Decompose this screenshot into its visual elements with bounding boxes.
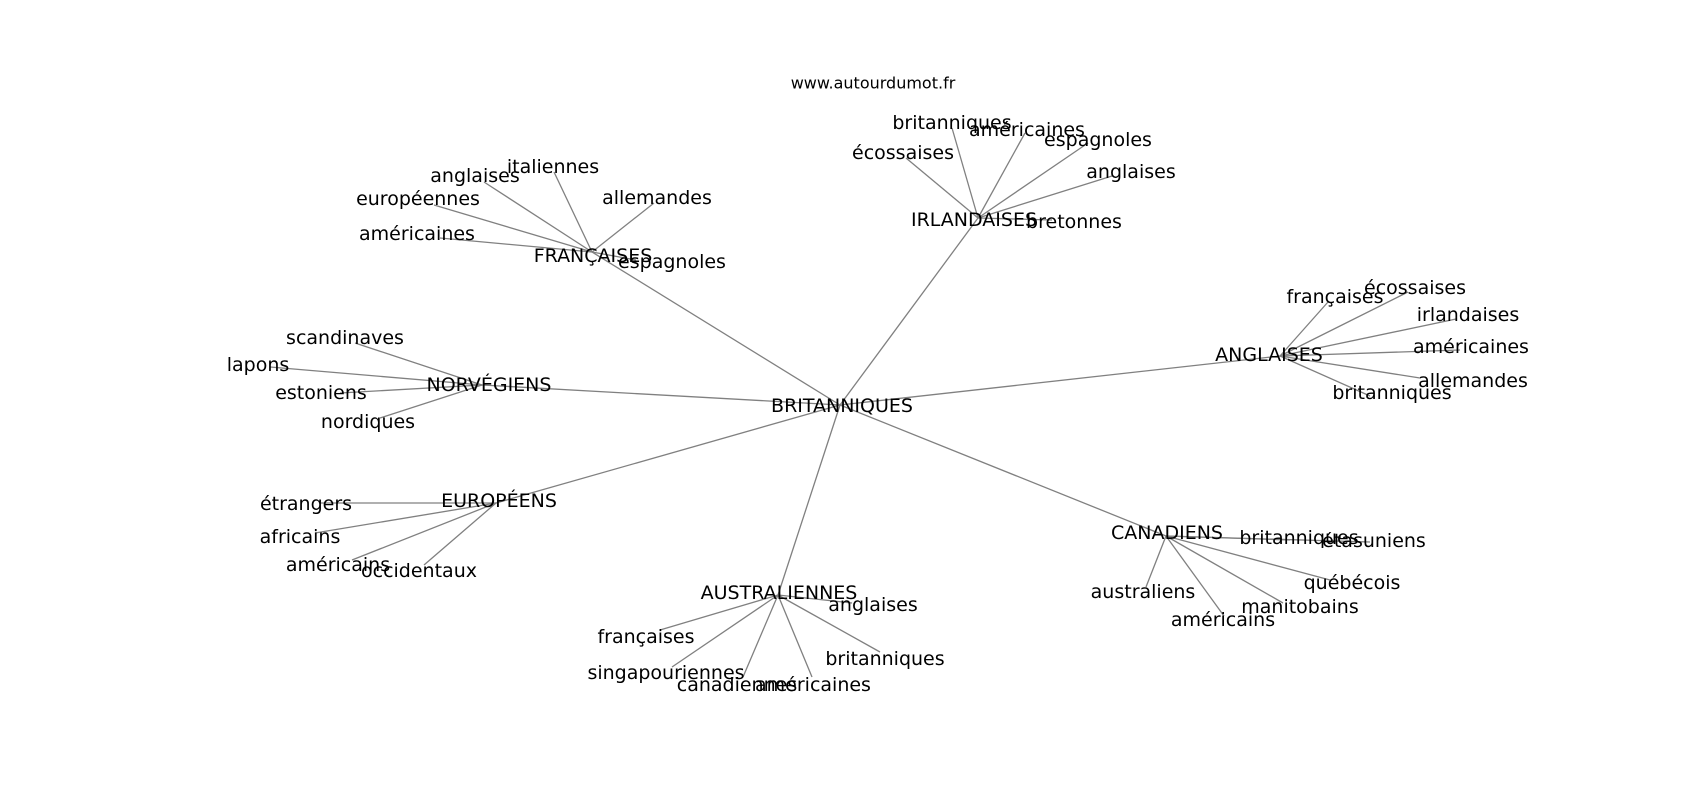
edge-3-0 (354, 342, 483, 386)
leaf-node-label: canadiennes (677, 674, 797, 696)
edge-6-3 (742, 594, 779, 678)
edge-5-5 (1165, 535, 1225, 617)
leaf-node-label: écossaises (1364, 277, 1466, 299)
edge-4-1 (314, 502, 497, 534)
leaf-node-label: américaines (359, 223, 475, 245)
graph-labels: BRITANNIQUESIRLANDAISESbritanniquesaméri… (227, 112, 1529, 696)
group-node-label: ANGLAISES (1215, 344, 1323, 366)
edge-1-1 (483, 181, 593, 253)
edge-center-to-0 (839, 217, 979, 406)
edge-6-4 (777, 594, 813, 678)
source-label: www.autourdumot.fr (791, 74, 956, 93)
edge-2-4 (1279, 355, 1421, 379)
leaf-node-label: anglaises (1086, 161, 1175, 183)
leaf-node-label: nordiques (321, 411, 415, 433)
edge-center-to-6 (777, 404, 841, 596)
edge-2-3 (1279, 349, 1461, 357)
leaf-node-label: américaines (755, 674, 871, 696)
group-node-label: CANADIENS (1111, 522, 1223, 544)
edge-4-2 (351, 502, 497, 561)
leaf-node-label: estoniens (275, 382, 367, 404)
leaf-node-label: britanniques (892, 112, 1011, 134)
edge-0-1 (977, 132, 1026, 219)
edge-2-0 (1279, 301, 1329, 357)
leaf-node-label: britanniques (1332, 382, 1451, 404)
edge-1-5 (591, 251, 637, 261)
edge-center-to-2 (839, 355, 1281, 406)
leaf-node-label: québécois (1304, 572, 1401, 594)
leaf-node-label: américains (286, 554, 390, 576)
edge-center-to-4 (495, 404, 841, 504)
leaf-node-label: anglaises (430, 165, 519, 187)
edge-6-0 (777, 594, 853, 604)
edge-4-3 (423, 502, 497, 566)
leaf-node-label: scandinaves (286, 327, 404, 349)
group-node-label: IRLANDAISES (911, 209, 1037, 231)
leaf-node-label: françaises (597, 626, 694, 648)
edge-3-2 (339, 384, 483, 394)
leaf-node-label: américaines (969, 119, 1085, 141)
group-node-label: FRANÇAISES (534, 245, 653, 267)
leaf-node-label: occidentaux (361, 560, 477, 582)
leaf-node-label: étasuniens (1322, 530, 1426, 552)
leaf-node-label: étrangers (260, 493, 352, 515)
edge-5-1 (1165, 535, 1371, 543)
leaf-node-label: manitobains (1241, 596, 1358, 618)
leaf-node-label: britanniques (825, 648, 944, 670)
edge-5-2 (1165, 535, 1331, 581)
leaf-node-label: singapouriennes (587, 662, 744, 684)
edge-5-4 (1165, 535, 1284, 604)
edge-6-1 (659, 594, 779, 631)
leaf-node-label: américains (1171, 609, 1275, 631)
group-node-label: EUROPÉENS (441, 489, 557, 512)
leaf-node-label: espagnoles (618, 251, 726, 273)
leaf-node-label: européennes (356, 188, 480, 210)
edge-3-1 (269, 366, 483, 386)
edge-6-5 (777, 594, 881, 653)
leaf-node-label: allemandes (602, 187, 712, 209)
leaf-node-label: italiennes (507, 156, 599, 178)
leaf-node-label: australiens (1091, 581, 1196, 603)
leaf-node-label: françaises (1286, 286, 1383, 308)
group-node-label: NORVÉGIENS (427, 373, 552, 396)
leaf-node-label: anglaises (828, 594, 917, 616)
group-node-label: AUSTRALIENNES (701, 582, 858, 604)
edge-5-3 (1145, 535, 1167, 588)
edge-0-2 (977, 142, 1089, 219)
leaf-node-label: bretonnes (1026, 211, 1122, 233)
edge-3-3 (379, 384, 483, 419)
edge-1-0 (553, 171, 593, 253)
leaf-node-label: africains (260, 526, 341, 548)
edge-2-5 (1279, 355, 1371, 397)
edge-1-2 (433, 204, 593, 253)
edge-6-2 (671, 594, 779, 668)
graph-edges (269, 127, 1461, 678)
edge-1-4 (439, 237, 593, 253)
edge-2-2 (1279, 318, 1457, 357)
edge-0-4 (977, 175, 1113, 219)
edge-0-3 (905, 157, 979, 219)
leaf-node-label: allemandes (1418, 370, 1528, 392)
leaf-node-label: irlandaises (1417, 304, 1520, 326)
leaf-node-label: lapons (227, 354, 290, 376)
edge-0-0 (951, 127, 979, 219)
edge-center-to-5 (839, 404, 1167, 537)
center-node-label: BRITANNIQUES (771, 395, 913, 417)
leaf-node-label: espagnoles (1044, 129, 1152, 151)
leaf-node-label: américaines (1413, 336, 1529, 358)
edge-1-3 (591, 202, 655, 253)
leaf-node-label: écossaises (852, 142, 954, 164)
leaf-node-label: britanniques (1239, 527, 1358, 549)
edge-0-5 (977, 217, 1053, 221)
edge-center-to-3 (481, 384, 841, 406)
edge-center-to-1 (591, 251, 841, 406)
edge-2-1 (1279, 291, 1409, 357)
